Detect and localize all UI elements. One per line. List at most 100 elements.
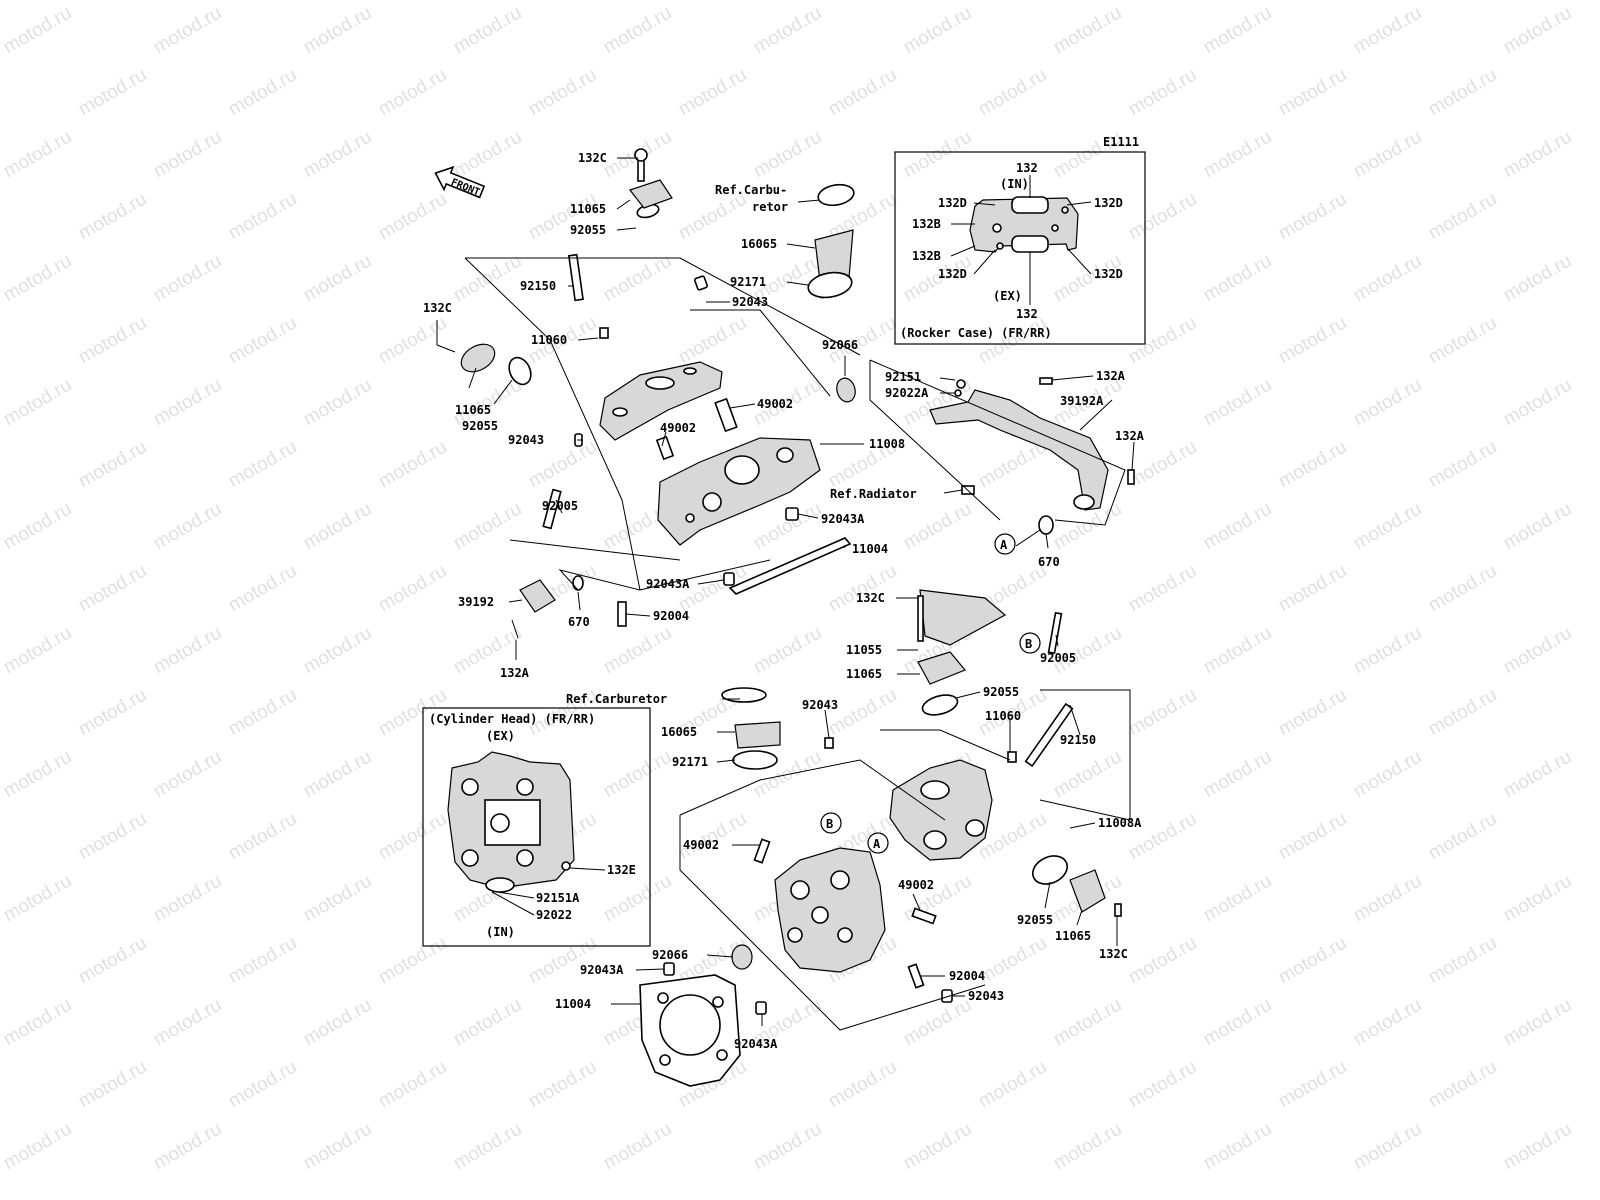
part-label: 92005 [1040,651,1076,665]
part-label: 92043A [646,577,690,591]
cylinder-head-in-label: (IN) [486,925,515,939]
assembly-outlines [464,257,1131,1031]
part-label: 92150 [1060,733,1096,747]
svg-text:A: A [1000,538,1008,552]
lower-rocker-cover-drawing [889,759,993,861]
part-label: Ref.Radiator [830,487,917,501]
part-label: 92150 [520,279,556,293]
part-label: 11065 [570,202,606,216]
lower-small-parts-drawing [663,589,1122,1015]
callout-a-upper: A [994,533,1016,555]
rocker-case-caption: (Rocker Case) (FR/RR) [900,326,1052,340]
rocker-label: 132D [1094,196,1123,210]
callout-b-upper: B [1019,632,1041,654]
diagram-code: E1111 [1103,135,1139,149]
callout-a-lower: A [867,832,889,854]
lower-cylinder-head-drawing [774,847,886,973]
part-label: 92171 [672,755,708,769]
rocker-in-label: (IN) [1000,177,1029,191]
part-label: 92151 [885,370,921,384]
part-label: 132A [1115,429,1145,443]
front-arrow-icon: FRONT [434,165,486,199]
part-label: 92004 [653,609,689,623]
part-label: 92055 [570,223,606,237]
part-label: 11060 [985,709,1021,723]
part-label: 132C [1099,947,1128,961]
callout-b-lower: B [820,812,842,834]
part-label: 132C [578,151,607,165]
part-label: 11055 [846,643,882,657]
rocker-label: 132D [938,267,967,281]
rocker-ex-label: (EX) [993,289,1022,303]
svg-text:B: B [826,817,833,831]
part-label: 92005 [542,499,578,513]
part-label: 49002 [757,397,793,411]
part-label: retor [752,200,788,214]
part-label: 11004 [555,997,591,1011]
part-label: 670 [568,615,590,629]
part-label: 132A [500,666,530,680]
cylinder-head-inset-drawing [447,751,606,916]
svg-text:B: B [1025,637,1032,651]
rocker-case-leaders [950,175,1092,305]
part-label: 92043 [508,433,544,447]
part-label: 92043A [580,963,624,977]
part-label: 92004 [949,969,985,983]
rocker-label: 132 [1016,161,1038,175]
part-label: 49002 [683,838,719,852]
part-label: 49002 [898,878,934,892]
part-label: 11065 [1055,929,1091,943]
part-label: 11065 [455,403,491,417]
part-label: 670 [1038,555,1060,569]
part-label: 16065 [661,725,697,739]
part-label: 92055 [983,685,1019,699]
part-label: 92043 [968,989,1004,1003]
rocker-case-inset-frame [894,151,1146,345]
rocker-label: 132B [912,249,941,263]
part-label: 132C [856,591,885,605]
part-labels: 132C 11065 92055 Ref.Carbu- retor 16065 … [423,151,1145,1051]
cylinder-head-ex-label: (EX) [486,729,515,743]
part-label: 92043 [732,295,768,309]
svg-text:A: A [873,837,881,851]
part-label: 92055 [1017,913,1053,927]
lower-cylinder-gasket-drawing [639,974,741,1087]
rocker-label: 132B [912,217,941,231]
rocker-label: 132D [1094,267,1123,281]
part-label: 92066 [652,948,688,962]
leader-lines [436,157,1135,1026]
upper-rocker-cover-drawing [599,361,723,441]
part-label: 132A [1096,369,1126,383]
part-label: 16065 [741,237,777,251]
part-label: 92043A [734,1037,778,1051]
rocker-label: 132 [1016,307,1038,321]
part-label: 11004 [852,542,888,556]
part-label: 11008 [869,437,905,451]
upper-water-pipe-drawing [929,377,1135,535]
rocker-case-drawing [969,196,1079,253]
part-label: 92055 [462,419,498,433]
part-label: 132C [423,301,452,315]
cylinder-head-inset-frame [422,707,651,947]
cylinder-head-label: 132E [607,863,636,877]
part-label: 92022A [885,386,929,400]
part-label: 92043A [821,512,865,526]
part-label: 92043 [802,698,838,712]
rocker-label: 132D [938,196,967,210]
upper-gasket-drawing [574,275,852,595]
part-label: 39192A [1060,394,1104,408]
part-label: 92066 [822,338,858,352]
cylinder-head-label: 92022 [536,908,572,922]
part-label: 39192 [458,595,494,609]
upper-cylinder-head-drawing [657,437,821,546]
part-label: Ref.Carbu- [715,183,787,197]
part-label: 11008A [1098,816,1142,830]
cylinder-head-caption: (Cylinder Head) (FR/RR) [429,712,595,726]
part-label: Ref.Carburetor [566,692,667,706]
part-label: 49002 [660,421,696,435]
part-label: 92171 [730,275,766,289]
part-label: 11065 [846,667,882,681]
upper-small-parts-drawing [436,148,856,639]
